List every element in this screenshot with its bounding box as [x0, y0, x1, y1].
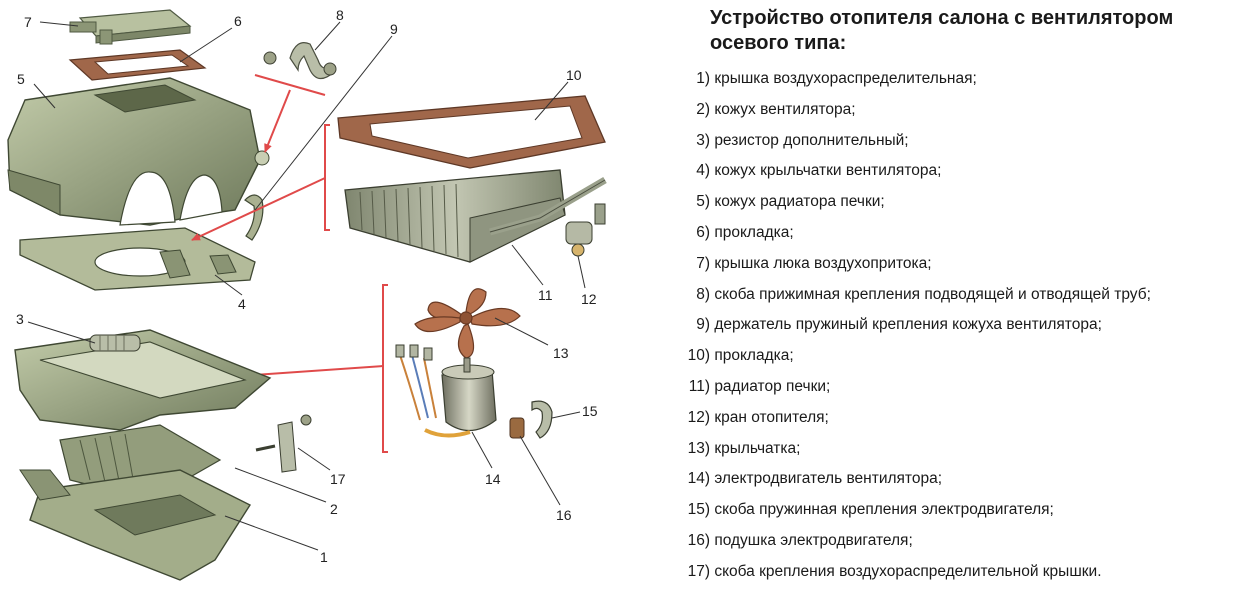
callout-5: 5 [17, 71, 25, 87]
legend-list: 1) крышка воздухораспределительная; 2) к… [676, 69, 1250, 593]
legend-item: 17) скоба крепления воздухораспределител… [676, 562, 1250, 593]
legend-item-number: 14) [687, 470, 710, 488]
motor-spring-bracket [531, 400, 553, 439]
legend-title-line1: Устройство отопителя салона с вентилятор… [710, 7, 1174, 29]
legend-item-text: электродвигатель вентилятора; [714, 470, 943, 488]
legend-item: 4) кожух крыльчатки вентилятора; [676, 161, 1250, 192]
callout-7: 7 [24, 14, 32, 30]
legend-item-number: 11) [688, 377, 710, 395]
parts-legend: Устройство отопителя салона с вентилятор… [676, 6, 1246, 586]
legend-item: 7) крышка люка воздухопритока; [676, 254, 1250, 285]
legend-item-number: 5) [696, 193, 710, 211]
legend-item-text: крыльчатка; [714, 439, 801, 457]
callout-11: 11 [538, 287, 553, 303]
legend-item-number: 4) [696, 162, 710, 180]
legend-item: 10) прокладка; [676, 346, 1250, 377]
legend-item: 15) скоба пружинная крепления электродви… [676, 500, 1250, 531]
legend-item: 8) скоба прижимная крепления подводящей … [676, 285, 1250, 316]
fan-housing-lower [14, 329, 272, 501]
leader-lines [27, 21, 586, 551]
callout-numbers: 7 6 5 8 9 10 11 12 13 14 15 16 17 4 3 2 … [16, 7, 598, 565]
assembly-arrow [264, 89, 291, 153]
callout-10: 10 [566, 67, 582, 83]
legend-item-text: кожух крыльчатки вентилятора; [714, 162, 942, 180]
legend-item-text: крышка люка воздухопритока; [714, 254, 932, 272]
legend-item-text: радиатор печки; [714, 377, 831, 395]
legend-item: 14) электродвигатель вентилятора; [676, 469, 1250, 500]
impeller-shroud-plate [19, 227, 256, 291]
legend-item-number: 7) [696, 254, 710, 272]
callout-1: 1 [320, 549, 328, 565]
legend-item-number: 15) [687, 501, 710, 519]
cover-bracket [255, 414, 312, 473]
heater-exploded-diagram: 7 6 5 8 9 10 11 12 13 14 15 16 17 4 3 2 … [7, 7, 607, 581]
legend-item-text: подушка электродвигателя; [714, 531, 913, 549]
motor-cushion [509, 417, 525, 439]
legend-item-text: скоба прижимная крепления подводящей и о… [714, 285, 1151, 303]
legend-item-number: 2) [696, 100, 710, 118]
legend-item-number: 1) [696, 70, 710, 87]
legend-item-number: 12) [687, 408, 710, 426]
legend-item-text: скоба крепления воздухораспределительной… [714, 562, 1102, 580]
legend-item: 1) крышка воздухораспределительная; [676, 69, 1250, 100]
legend-item-text: крышка воздухораспределительная; [714, 70, 977, 87]
legend-item-text: кожух вентилятора; [714, 100, 856, 118]
legend-item: 5) кожух радиатора печки; [676, 192, 1250, 223]
legend-item-number: 8) [696, 285, 710, 303]
legend-item: 12) кран отопителя; [676, 408, 1250, 439]
legend-item: 11) радиатор печки; [676, 377, 1250, 408]
callout-12: 12 [581, 291, 597, 307]
heater-valve [565, 203, 606, 257]
legend-item: 13) крыльчатка; [676, 439, 1250, 470]
fan-motor [395, 344, 497, 438]
legend-item-number: 16) [687, 531, 710, 549]
heater-core [344, 169, 607, 263]
inlet-gasket [68, 49, 207, 81]
legend-item: 9) держатель пружиный крепления кожуха в… [676, 315, 1250, 346]
legend-item-text: держатель пружиный крепления кожуха вент… [714, 316, 1102, 334]
callout-8: 8 [336, 7, 344, 23]
callout-6: 6 [234, 13, 242, 29]
callout-16: 16 [556, 507, 572, 523]
callout-4: 4 [238, 296, 246, 312]
radiator-housing [7, 77, 270, 226]
legend-item-number: 3) [696, 131, 710, 149]
callout-17: 17 [330, 471, 346, 487]
spring-holder [244, 194, 264, 241]
legend-item-number: 6) [696, 223, 710, 241]
radiator-arrow [191, 177, 326, 241]
callout-15: 15 [582, 403, 598, 419]
legend-item-number: 10) [687, 347, 710, 365]
callout-13: 13 [553, 345, 569, 361]
air-inlet-hatch-cover [69, 9, 192, 45]
legend-item-number: 13) [687, 439, 710, 457]
legend-item-text: прокладка; [714, 223, 794, 241]
pipe-clamp-bracket [254, 42, 337, 96]
callout-9: 9 [390, 21, 398, 37]
additional-resistor [89, 334, 141, 352]
legend-item-text: кожух радиатора печки; [714, 193, 885, 211]
legend-item-number: 17) [687, 562, 710, 580]
legend-item: 6) прокладка; [676, 223, 1250, 254]
fan-impeller [414, 288, 521, 359]
callout-2: 2 [330, 501, 338, 517]
legend-item: 16) подушка электродвигателя; [676, 531, 1250, 562]
legend-item-number: 9) [696, 316, 710, 334]
legend-item-text: прокладка; [714, 347, 794, 365]
air-distribution-cover [19, 469, 252, 581]
callout-14: 14 [485, 471, 501, 487]
callout-3: 3 [16, 311, 24, 327]
legend-title: Устройство отопителя салона с вентилятор… [710, 6, 1250, 56]
legend-item: 2) кожух вентилятора; [676, 100, 1250, 131]
legend-item-text: резистор дополнительный; [714, 131, 909, 149]
legend-title-line2: осевого типа: [710, 32, 847, 54]
legend-item-text: скоба пружинная крепления электродвигате… [714, 501, 1054, 519]
radiator-gasket [337, 95, 606, 169]
legend-item-text: кран отопителя; [714, 408, 829, 426]
legend-item: 3) резистор дополнительный; [676, 131, 1250, 162]
